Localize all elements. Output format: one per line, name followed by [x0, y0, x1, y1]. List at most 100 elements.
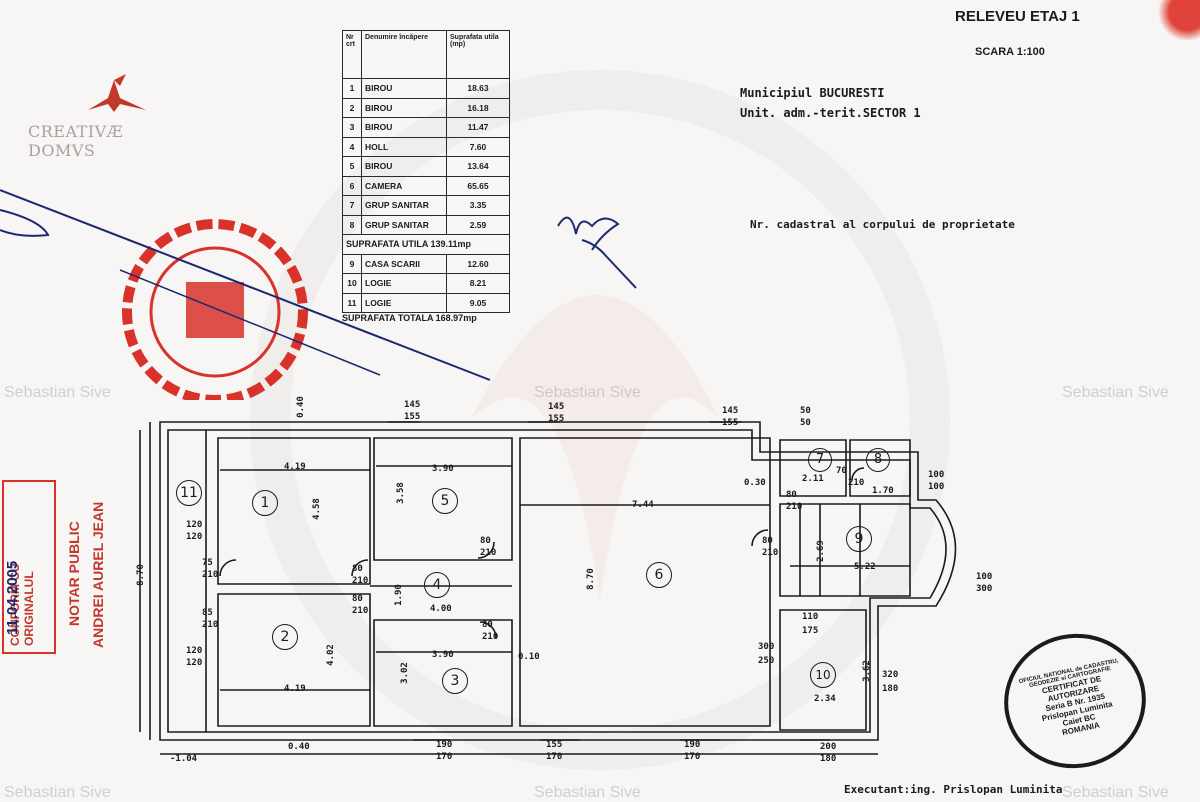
scale-label: SCARA 1:100 — [975, 46, 1045, 58]
dimension-label: 170 — [546, 752, 563, 762]
dimension-label: 100 — [928, 482, 945, 492]
room-number: 10 — [810, 662, 836, 688]
page-title: RELEVEU ETAJ 1 — [955, 8, 1080, 25]
dimension-label: 155 — [722, 418, 739, 428]
room-number: 4 — [424, 572, 450, 598]
dimension-label: 120 — [186, 658, 203, 668]
dimension-label: 300 — [758, 642, 775, 652]
dimension-label: 3.62 — [861, 660, 872, 682]
dimension-label: 210 — [352, 576, 369, 586]
dimension-label: 50 — [800, 406, 811, 416]
dimension-label: 3.90 — [432, 650, 454, 660]
dimension-label: 0.40 — [288, 742, 310, 752]
red-stamp-fragment — [1158, 0, 1200, 40]
dimension-label: 300 — [976, 584, 993, 594]
dimension-label: 0.30 — [744, 478, 766, 488]
dimension-label: 5.22 — [854, 562, 876, 572]
dimension-label: 75 — [202, 558, 213, 568]
notary-stamp-box: CONFORM CU ORIGINALUL — [2, 480, 56, 654]
dimension-label: 3.02 — [399, 662, 410, 684]
dimension-label: 2.34 — [814, 694, 836, 704]
dimension-label: 210 — [352, 606, 369, 616]
dimension-label: 85 — [202, 608, 213, 618]
bird-logo-icon — [88, 74, 146, 112]
watermark-text: Sebastian Sive — [4, 384, 111, 401]
room-number: 5 — [432, 488, 458, 514]
dimension-label: 80 — [352, 564, 363, 574]
dimension-label: 170 — [436, 752, 453, 762]
dimension-label: 210 — [202, 620, 219, 630]
logo: CREATIVÆ DOMVS — [28, 72, 188, 160]
dimension-label: 100 — [976, 572, 993, 582]
dimension-label: 210 — [482, 632, 499, 642]
dimension-label: 8.70 — [585, 568, 596, 590]
room-number: 2 — [272, 624, 298, 650]
dimension-label: 3.58 — [395, 482, 406, 504]
dimension-label: 80 — [762, 536, 773, 546]
dimension-label: 120 — [186, 646, 203, 656]
dimension-label: 320 — [882, 670, 899, 680]
room-area-table: Nr crt Denumire încăpere Suprafata utila… — [342, 30, 510, 323]
dimension-label: 1.70 — [872, 486, 894, 496]
dimension-label: 2.11 — [802, 474, 824, 484]
dimension-label: 145 — [404, 400, 421, 410]
dimension-label: 180 — [882, 684, 899, 694]
watermark-text: Sebastian Sive — [534, 384, 641, 401]
dimension-label: 4.19 — [284, 462, 306, 472]
admin-unit-label: Unit. adm.-terit.SECTOR 1 — [740, 106, 921, 120]
dimension-label: 145 — [722, 406, 739, 416]
dimension-label: 4.19 — [284, 684, 306, 694]
table-header-row: Nr crt Denumire încăpere Suprafata utila… — [342, 30, 510, 79]
dimension-label: 80 — [352, 594, 363, 604]
dimension-label: 120 — [186, 520, 203, 530]
dimension-label: 100 — [928, 470, 945, 480]
dimension-label: -1.04 — [170, 754, 198, 764]
municipality-label: Municipiul BUCURESTI — [740, 86, 885, 100]
row-area: 9.05 — [446, 292, 510, 313]
room-number: 11 — [176, 480, 202, 506]
executant-label: Executant:ing. Prislopan Luminita — [844, 783, 1063, 796]
dimension-label: 190 — [684, 740, 701, 750]
dimension-label: 80 — [482, 620, 493, 630]
room-number: 9 — [846, 526, 872, 552]
dimension-label: 210 — [848, 478, 865, 488]
dimension-label: 155 — [548, 414, 565, 424]
dimension-label: 4.00 — [430, 604, 452, 614]
room-number: 8 — [866, 448, 890, 472]
room-number: 1 — [252, 490, 278, 516]
dimension-label: 120 — [186, 532, 203, 542]
watermark-text: Sebastian Sive — [4, 784, 111, 801]
signature-scribble — [557, 216, 637, 289]
dimension-label: 210 — [480, 548, 497, 558]
grand-total: SUPRAFATA TOTALA 168.97mp — [342, 313, 477, 323]
dimension-label: 210 — [762, 548, 779, 558]
dimension-label: 200 — [820, 742, 837, 752]
watermark-text: Sebastian Sive — [534, 784, 641, 801]
dimension-label: 3.90 — [432, 464, 454, 474]
room-number: 3 — [442, 668, 468, 694]
red-round-stamp — [0, 189, 491, 400]
cadastral-label: Nr. cadastral al corpului de proprietate — [750, 218, 1015, 231]
dimension-label: 80 — [786, 490, 797, 500]
room-number: 7 — [808, 448, 832, 472]
dimension-label: 180 — [820, 754, 837, 764]
dimension-label: 175 — [802, 626, 819, 636]
watermark-text: Sebastian Sive — [1062, 384, 1169, 401]
dimension-label: 155 — [404, 412, 421, 422]
dimension-label: 170 — [684, 752, 701, 762]
dimension-label: 80 — [480, 536, 491, 546]
dimension-label: 110 — [802, 612, 819, 622]
dimension-label: 1.90 — [393, 584, 404, 606]
dimension-label: 50 — [800, 418, 811, 428]
room-number: 6 — [646, 562, 672, 588]
dimension-label: 2.69 — [815, 540, 826, 562]
logo-brand-text: CREATIVÆ DOMVS — [28, 122, 124, 160]
dimension-label: 4.02 — [325, 644, 336, 666]
